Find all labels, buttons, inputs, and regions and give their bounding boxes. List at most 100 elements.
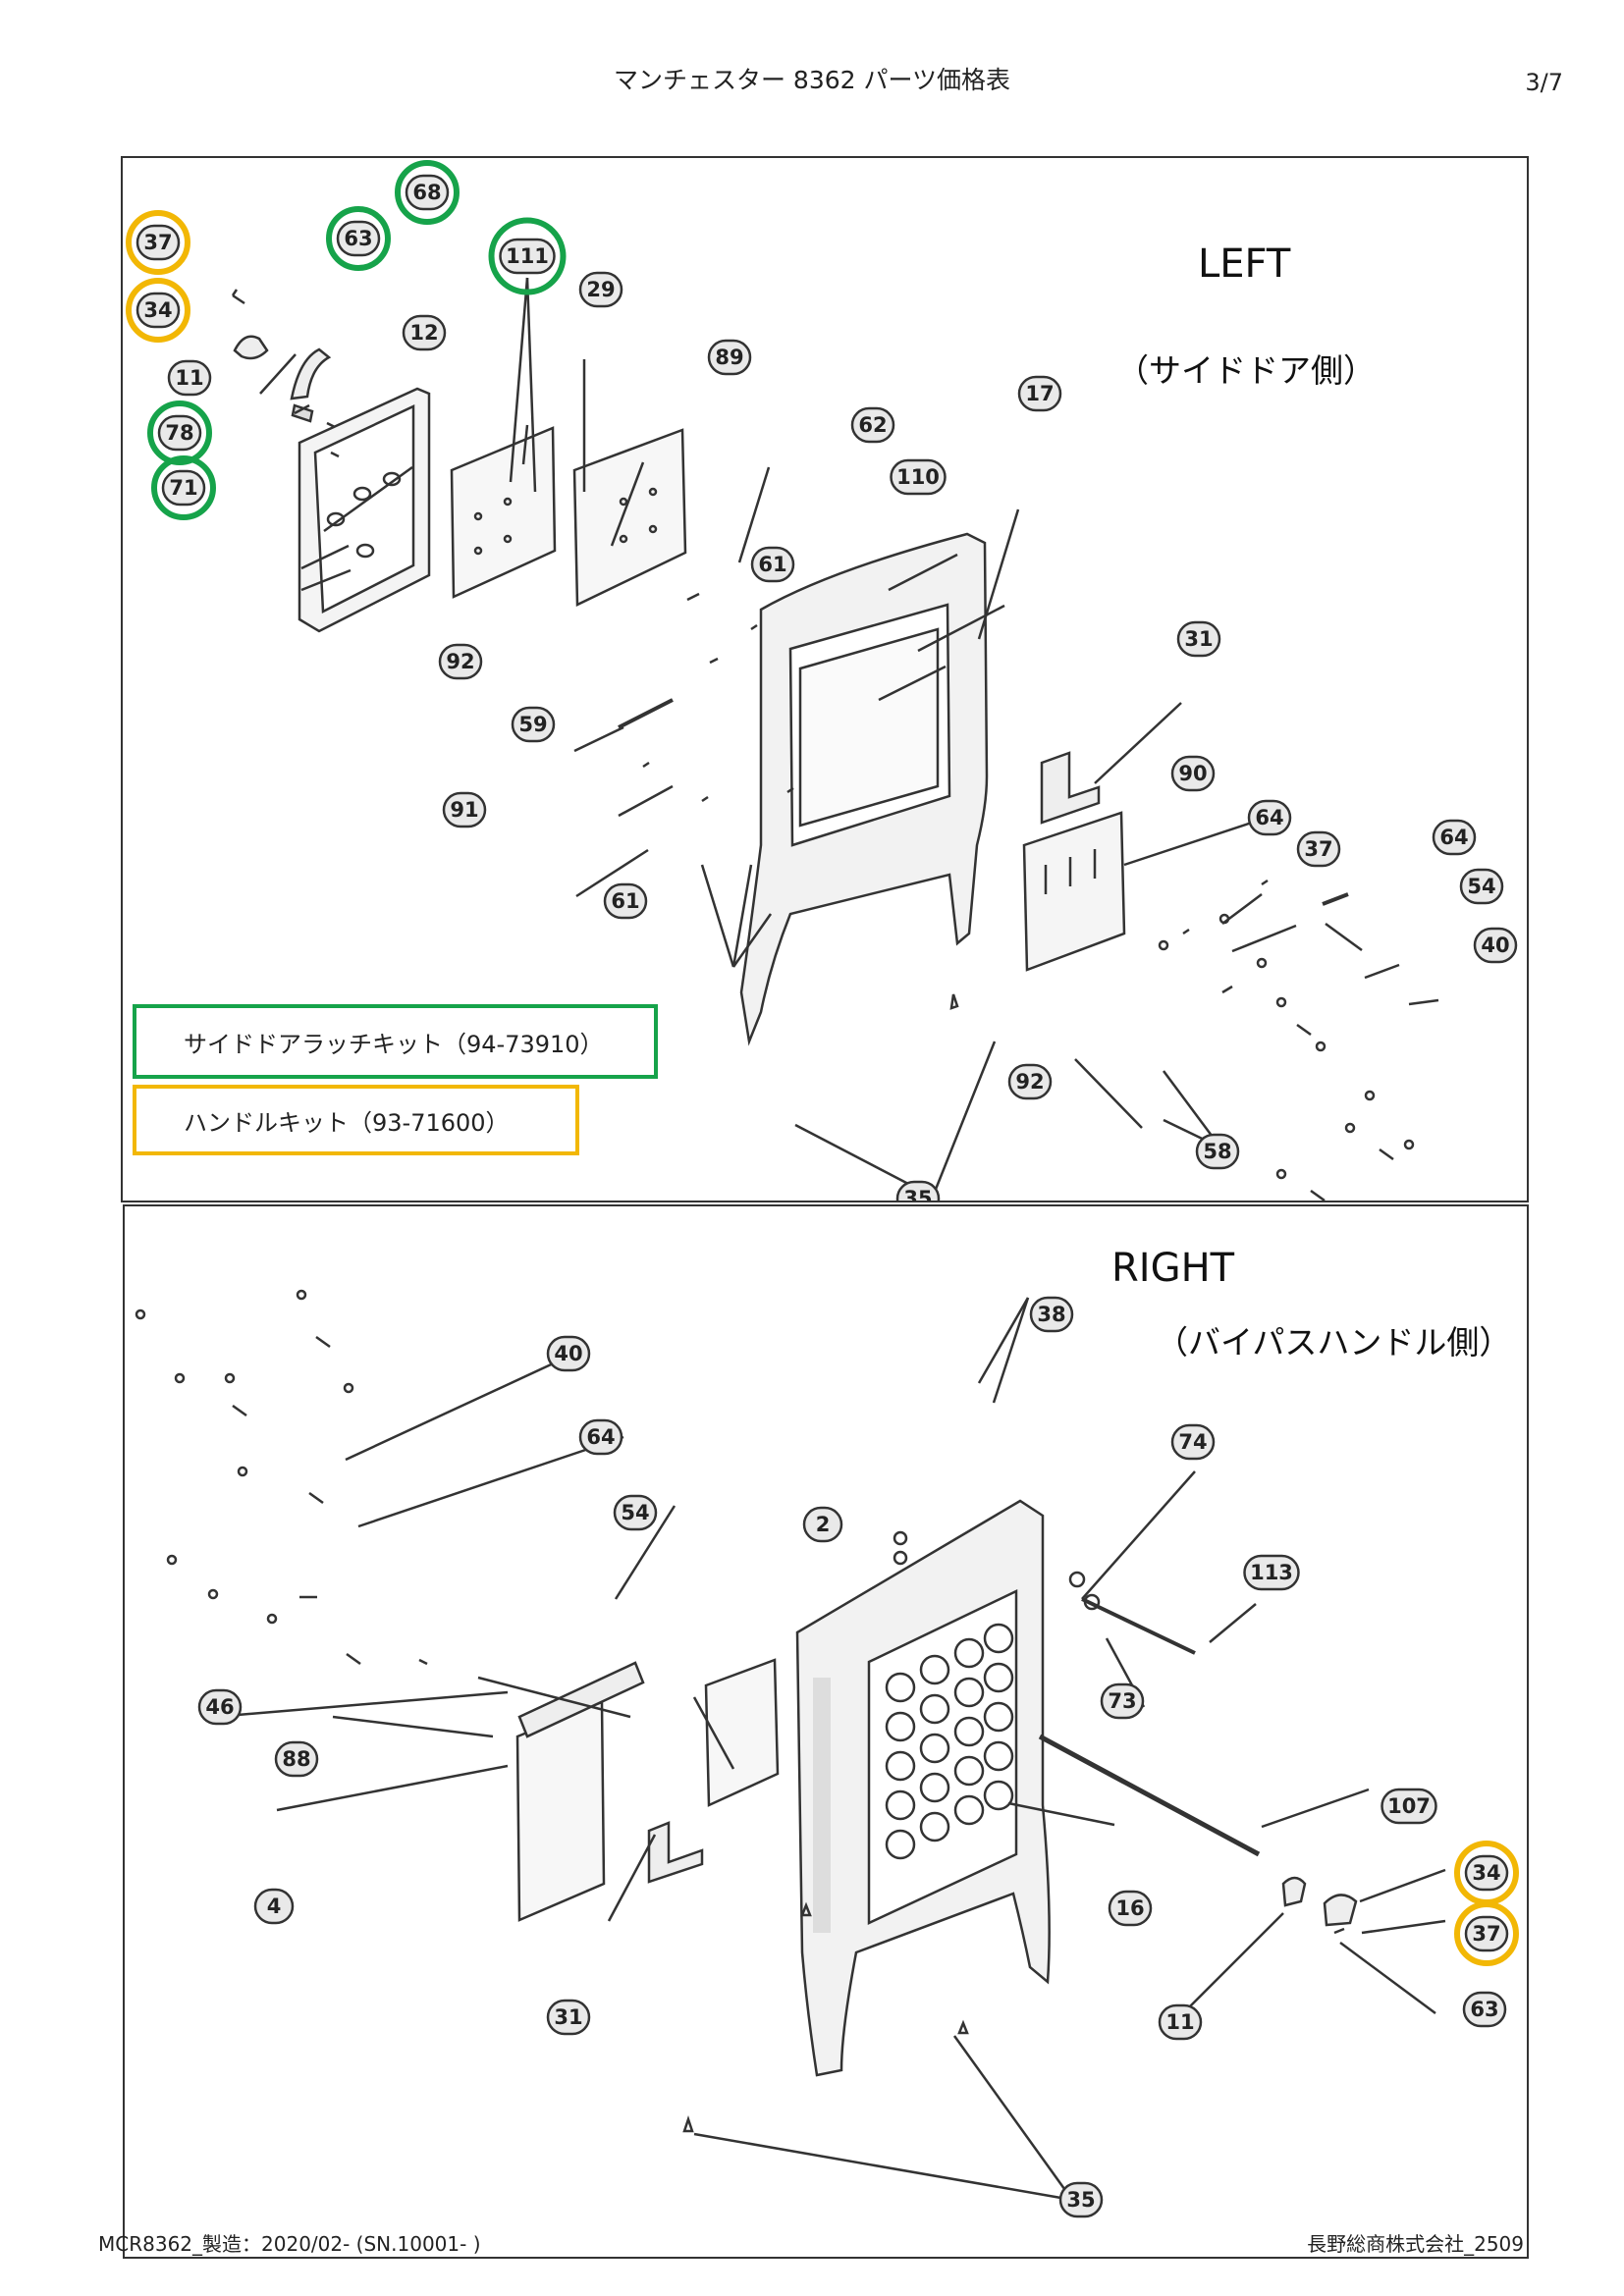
callout-number: 37 [1304, 837, 1332, 861]
callout-bubble [499, 238, 556, 275]
callout-number: 58 [1203, 1140, 1231, 1163]
callout-bubble [1459, 868, 1504, 905]
callout-number: 11 [175, 366, 203, 390]
callout-highlight-ring [326, 206, 391, 271]
callout-number: 64 [1255, 806, 1283, 829]
callout-bubble [1464, 1854, 1509, 1892]
callout-bubble [850, 406, 895, 444]
callout-bubble [1029, 1296, 1074, 1333]
callout-number: 12 [409, 321, 438, 345]
callout-bubble [336, 220, 381, 257]
callout-bubble [890, 458, 947, 496]
callout-bubble [1195, 1133, 1240, 1170]
callout-bubble [438, 643, 483, 680]
callout-number: 113 [1250, 1561, 1293, 1584]
footer-model: MCR8362_製造：2020/02- (SN.10001- ) [98, 2232, 481, 2256]
callout-number: 110 [896, 465, 940, 489]
callout-bubble [405, 174, 450, 211]
callout-number: 61 [758, 553, 786, 576]
callout-number: 37 [143, 231, 172, 254]
callout-bubble [1296, 830, 1341, 868]
callout-number: 31 [1184, 627, 1213, 651]
callout-highlight-ring [147, 400, 212, 465]
callout-number: 73 [1108, 1689, 1136, 1713]
callout-number: 64 [1439, 826, 1468, 849]
footer-company: 長野総商株式会社_2509 [1307, 2232, 1524, 2256]
callout-number: 54 [1467, 875, 1495, 898]
callout-number: 59 [518, 713, 547, 736]
stove-front-part [795, 1499, 1051, 2077]
callout-highlight-ring [126, 210, 190, 275]
callout-bubble [895, 1180, 941, 1201]
left-panel-subtitle: （サイドドア側） [1116, 351, 1376, 390]
callout-bubble [578, 271, 623, 308]
left-exploded-diagram: 3734636811129121178718917621106192599131… [126, 160, 1518, 1201]
callout-bubble [750, 546, 795, 583]
callout-bubble [1243, 1554, 1300, 1591]
right-panel-subtitle: （バイパスハンドル側） [1156, 1323, 1512, 1362]
callout-bubble [274, 1740, 319, 1778]
callout-bubble [1473, 927, 1518, 964]
page-title: マンチェスター 8362 パーツ価格表 [613, 66, 1011, 94]
callout-highlight-ring [151, 455, 216, 520]
callout-number: 11 [1165, 2010, 1194, 2034]
callout-number: 29 [586, 278, 615, 301]
callout-bubble [253, 1888, 295, 1925]
side-door-part [298, 387, 431, 633]
callout-bubble [1462, 1991, 1507, 2028]
callout-number: 111 [506, 244, 549, 268]
callout-bubble [707, 339, 752, 376]
callout-number: 61 [611, 889, 639, 913]
callout-number: 54 [621, 1501, 649, 1524]
callout-bubble [603, 882, 648, 920]
callout-bubble [197, 1688, 243, 1726]
callout-number: 63 [344, 227, 372, 250]
callout-bubble [546, 1335, 591, 1372]
callout-bubble [1170, 1423, 1216, 1461]
callout-bubble [1176, 620, 1221, 658]
callout-bubble [578, 1418, 623, 1456]
callout-number: 40 [1481, 934, 1509, 957]
callout-number: 4 [267, 1895, 282, 1918]
callout-bubble [1432, 819, 1477, 856]
callout-bubble [161, 469, 206, 507]
baffle-panel-part [572, 428, 687, 607]
kit-legend-handle: ハンドルキット（93-71600） [133, 1085, 579, 1155]
callout-number: 35 [903, 1187, 932, 1201]
callout-number: 40 [554, 1342, 582, 1365]
kit-legend-latch: サイドドアラッチキット（94-73910） [133, 1004, 658, 1079]
callout-number: 63 [1470, 1998, 1498, 2021]
callout-number: 2 [816, 1513, 831, 1536]
callout-bubble [1464, 1915, 1509, 1952]
callout-bubble [802, 1506, 843, 1543]
callout-number: 89 [715, 346, 743, 369]
callout-number: 62 [858, 413, 887, 437]
callout-highlight-ring [488, 217, 567, 295]
callout-highlight-ring [126, 278, 190, 343]
firebrick-panel-part [450, 426, 557, 599]
callout-highlight-ring [395, 160, 460, 225]
callout-bubble [135, 224, 181, 261]
callout-number: 34 [143, 298, 172, 322]
callout-number: 37 [1472, 1922, 1500, 1946]
callout-bubble [157, 414, 202, 452]
callout-bubble [613, 1494, 658, 1531]
callout-bubble [1100, 1682, 1145, 1720]
callout-number: 107 [1387, 1794, 1431, 1818]
right-panel-title: RIGHT [1111, 1246, 1235, 1291]
callout-bubble [511, 706, 556, 743]
callout-bubble [1380, 1788, 1437, 1825]
callout-bubble [402, 314, 447, 351]
callout-number: 35 [1066, 2188, 1095, 2212]
callout-bubble [546, 1999, 591, 2036]
callout-number: 16 [1115, 1896, 1144, 1920]
callout-number: 92 [446, 650, 474, 673]
callout-bubble [1247, 799, 1292, 836]
callout-number: 92 [1015, 1070, 1044, 1094]
callout-number: 46 [205, 1695, 234, 1719]
callout-number: 91 [450, 798, 478, 822]
callout-bubble [1158, 2003, 1203, 2041]
